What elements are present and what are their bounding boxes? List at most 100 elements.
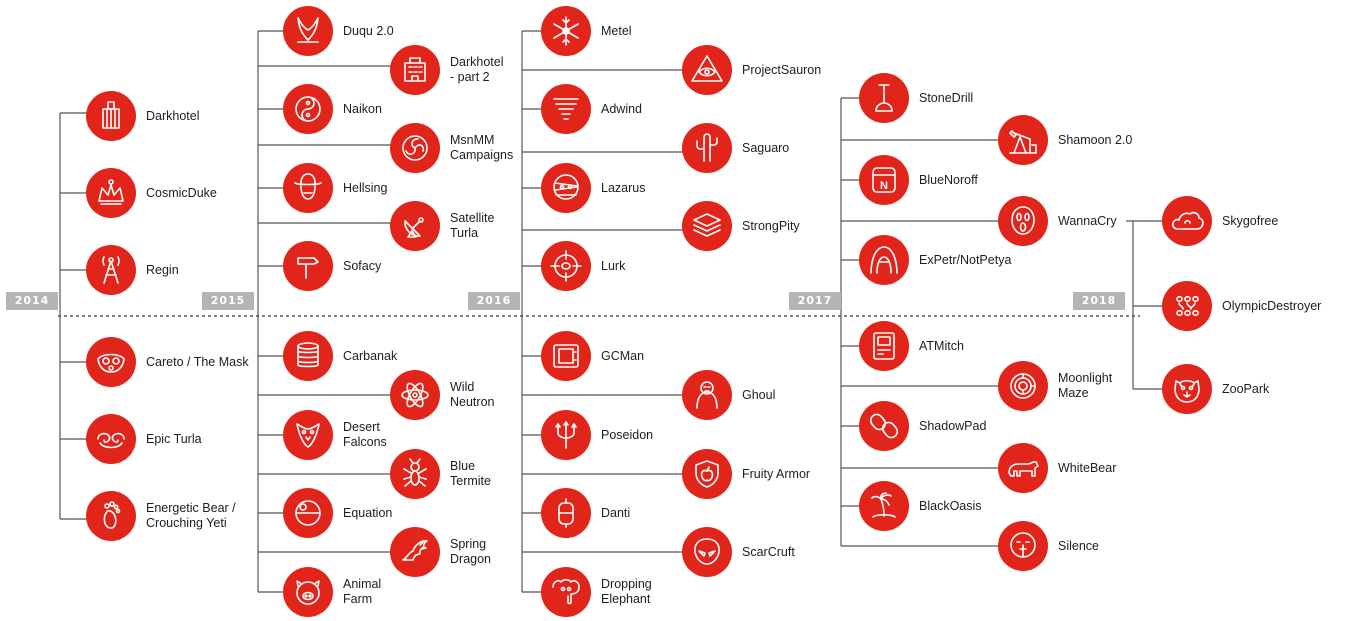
node-label: Poseidon <box>601 427 654 442</box>
apple-shield-icon <box>682 449 732 499</box>
carnival-mask-icon <box>86 337 136 387</box>
atom-icon <box>390 370 440 420</box>
node-label: BlackOasis <box>919 498 982 513</box>
node-label: Dropping Elephant <box>601 577 652 606</box>
satellite-dish-icon <box>390 201 440 251</box>
node-label: StoneDrill <box>919 90 974 105</box>
coin-stack-icon <box>283 331 333 381</box>
node-label: Satellite Turla <box>450 211 495 240</box>
crown-icon <box>86 168 136 218</box>
alien-mask-icon <box>682 527 732 577</box>
node-label: StrongPity <box>742 218 800 233</box>
snowflake-icon <box>541 6 591 56</box>
ghoul-icon <box>682 370 732 420</box>
node-label: Naikon <box>343 101 382 116</box>
node-label: ZooPark <box>1222 381 1270 396</box>
node-label: Energetic Bear / Crouching Yeti <box>146 501 236 530</box>
node-label: Careto / The Mask <box>146 354 249 369</box>
tiger-icon <box>1162 364 1212 414</box>
node-label: Adwind <box>601 101 642 116</box>
node-label: Danti <box>601 505 631 520</box>
node-label: Lazarus <box>601 180 646 195</box>
cactus-icon <box>682 123 732 173</box>
olympic-rings-icon <box>1162 281 1212 331</box>
year-2015: 2015 <box>202 292 254 310</box>
node-label: Darkhotel <box>146 108 200 123</box>
palm-island-icon <box>859 481 909 531</box>
node-label: Sofacy <box>343 258 382 273</box>
crosshair-icon <box>541 241 591 291</box>
dragon-icon <box>390 527 440 577</box>
node-label: Silence <box>1058 538 1099 553</box>
node-label: Duqu 2.0 <box>343 23 394 38</box>
trident-icon <box>541 410 591 460</box>
node-label: Shamoon 2.0 <box>1058 132 1133 147</box>
oil-pump-icon <box>998 115 1048 165</box>
node-label: GCMan <box>601 348 645 363</box>
node-label: Regin <box>146 262 179 277</box>
node-label: Spring Dragon <box>450 537 491 566</box>
shush-face-icon <box>998 521 1048 571</box>
safe-icon <box>541 331 591 381</box>
falcon-icon <box>283 410 333 460</box>
year-2016: 2016 <box>468 292 520 310</box>
year-2017: 2017 <box>789 292 841 310</box>
masked-face-icon: N <box>859 155 909 205</box>
bear-icon <box>998 443 1048 493</box>
atm-icon <box>859 321 909 371</box>
node-label: ExPetr/NotPetya <box>919 252 1012 267</box>
year-2014: 2014 <box>6 292 58 310</box>
hooded-figure-icon <box>859 235 909 285</box>
elephant-icon <box>541 567 591 617</box>
antenna-tower-icon <box>86 245 136 295</box>
drill-icon <box>859 73 909 123</box>
layers-icon <box>682 201 732 251</box>
node-label: Epic Turla <box>146 431 202 446</box>
year-2018: 2018 <box>1073 292 1125 310</box>
yin-yang-icon <box>283 84 333 134</box>
cloud-icon <box>1162 196 1212 246</box>
node-label: Moonlight Maze <box>1058 371 1113 400</box>
swirl-icon <box>390 123 440 173</box>
pig-icon <box>283 567 333 617</box>
node-label: Darkhotel - part 2 <box>450 55 504 84</box>
lantern-icon <box>541 488 591 538</box>
mummy-icon <box>541 163 591 213</box>
node-label: OlympicDestroyer <box>1222 298 1322 313</box>
node-label: MsnMM Campaigns <box>450 133 514 162</box>
footprint-icon <box>86 491 136 541</box>
node-label: Wild Neutron <box>450 380 495 409</box>
eye-pyramid-icon <box>682 45 732 95</box>
node-label: Metel <box>601 23 632 38</box>
node-label: Blue Termite <box>450 459 491 488</box>
tornado-icon <box>541 84 591 134</box>
node-label: WhiteBear <box>1058 460 1117 475</box>
node-label: ScarCruft <box>742 544 795 559</box>
node-label: Saguaro <box>742 140 790 155</box>
node-label: Carbanak <box>343 348 398 363</box>
chain-link-icon <box>859 401 909 451</box>
hotel-icon <box>390 45 440 95</box>
node-label: Animal Farm <box>343 577 382 606</box>
node-label: Fruity Armor <box>742 466 811 481</box>
node-label: Ghoul <box>742 387 776 402</box>
node-label: Skygofree <box>1222 213 1279 228</box>
node-label: Desert Falcons <box>343 420 387 449</box>
horns-icon <box>283 6 333 56</box>
snake-icon <box>86 414 136 464</box>
hammer-icon <box>283 241 333 291</box>
scream-mask-icon <box>998 196 1048 246</box>
node-label: Hellsing <box>343 180 388 195</box>
node-label: ATMitch <box>919 338 964 353</box>
node-label: BlueNoroff <box>919 172 978 187</box>
node-label: ProjectSauron <box>742 62 822 77</box>
node-label: ShadowPad <box>919 418 987 433</box>
node-label: Lurk <box>601 258 626 273</box>
node-label: CosmicDuke <box>146 185 217 200</box>
node-label: WannaCry <box>1058 213 1117 228</box>
node-label: Equation <box>343 505 393 520</box>
cowboy-icon <box>283 163 333 213</box>
maze-icon <box>998 361 1048 411</box>
